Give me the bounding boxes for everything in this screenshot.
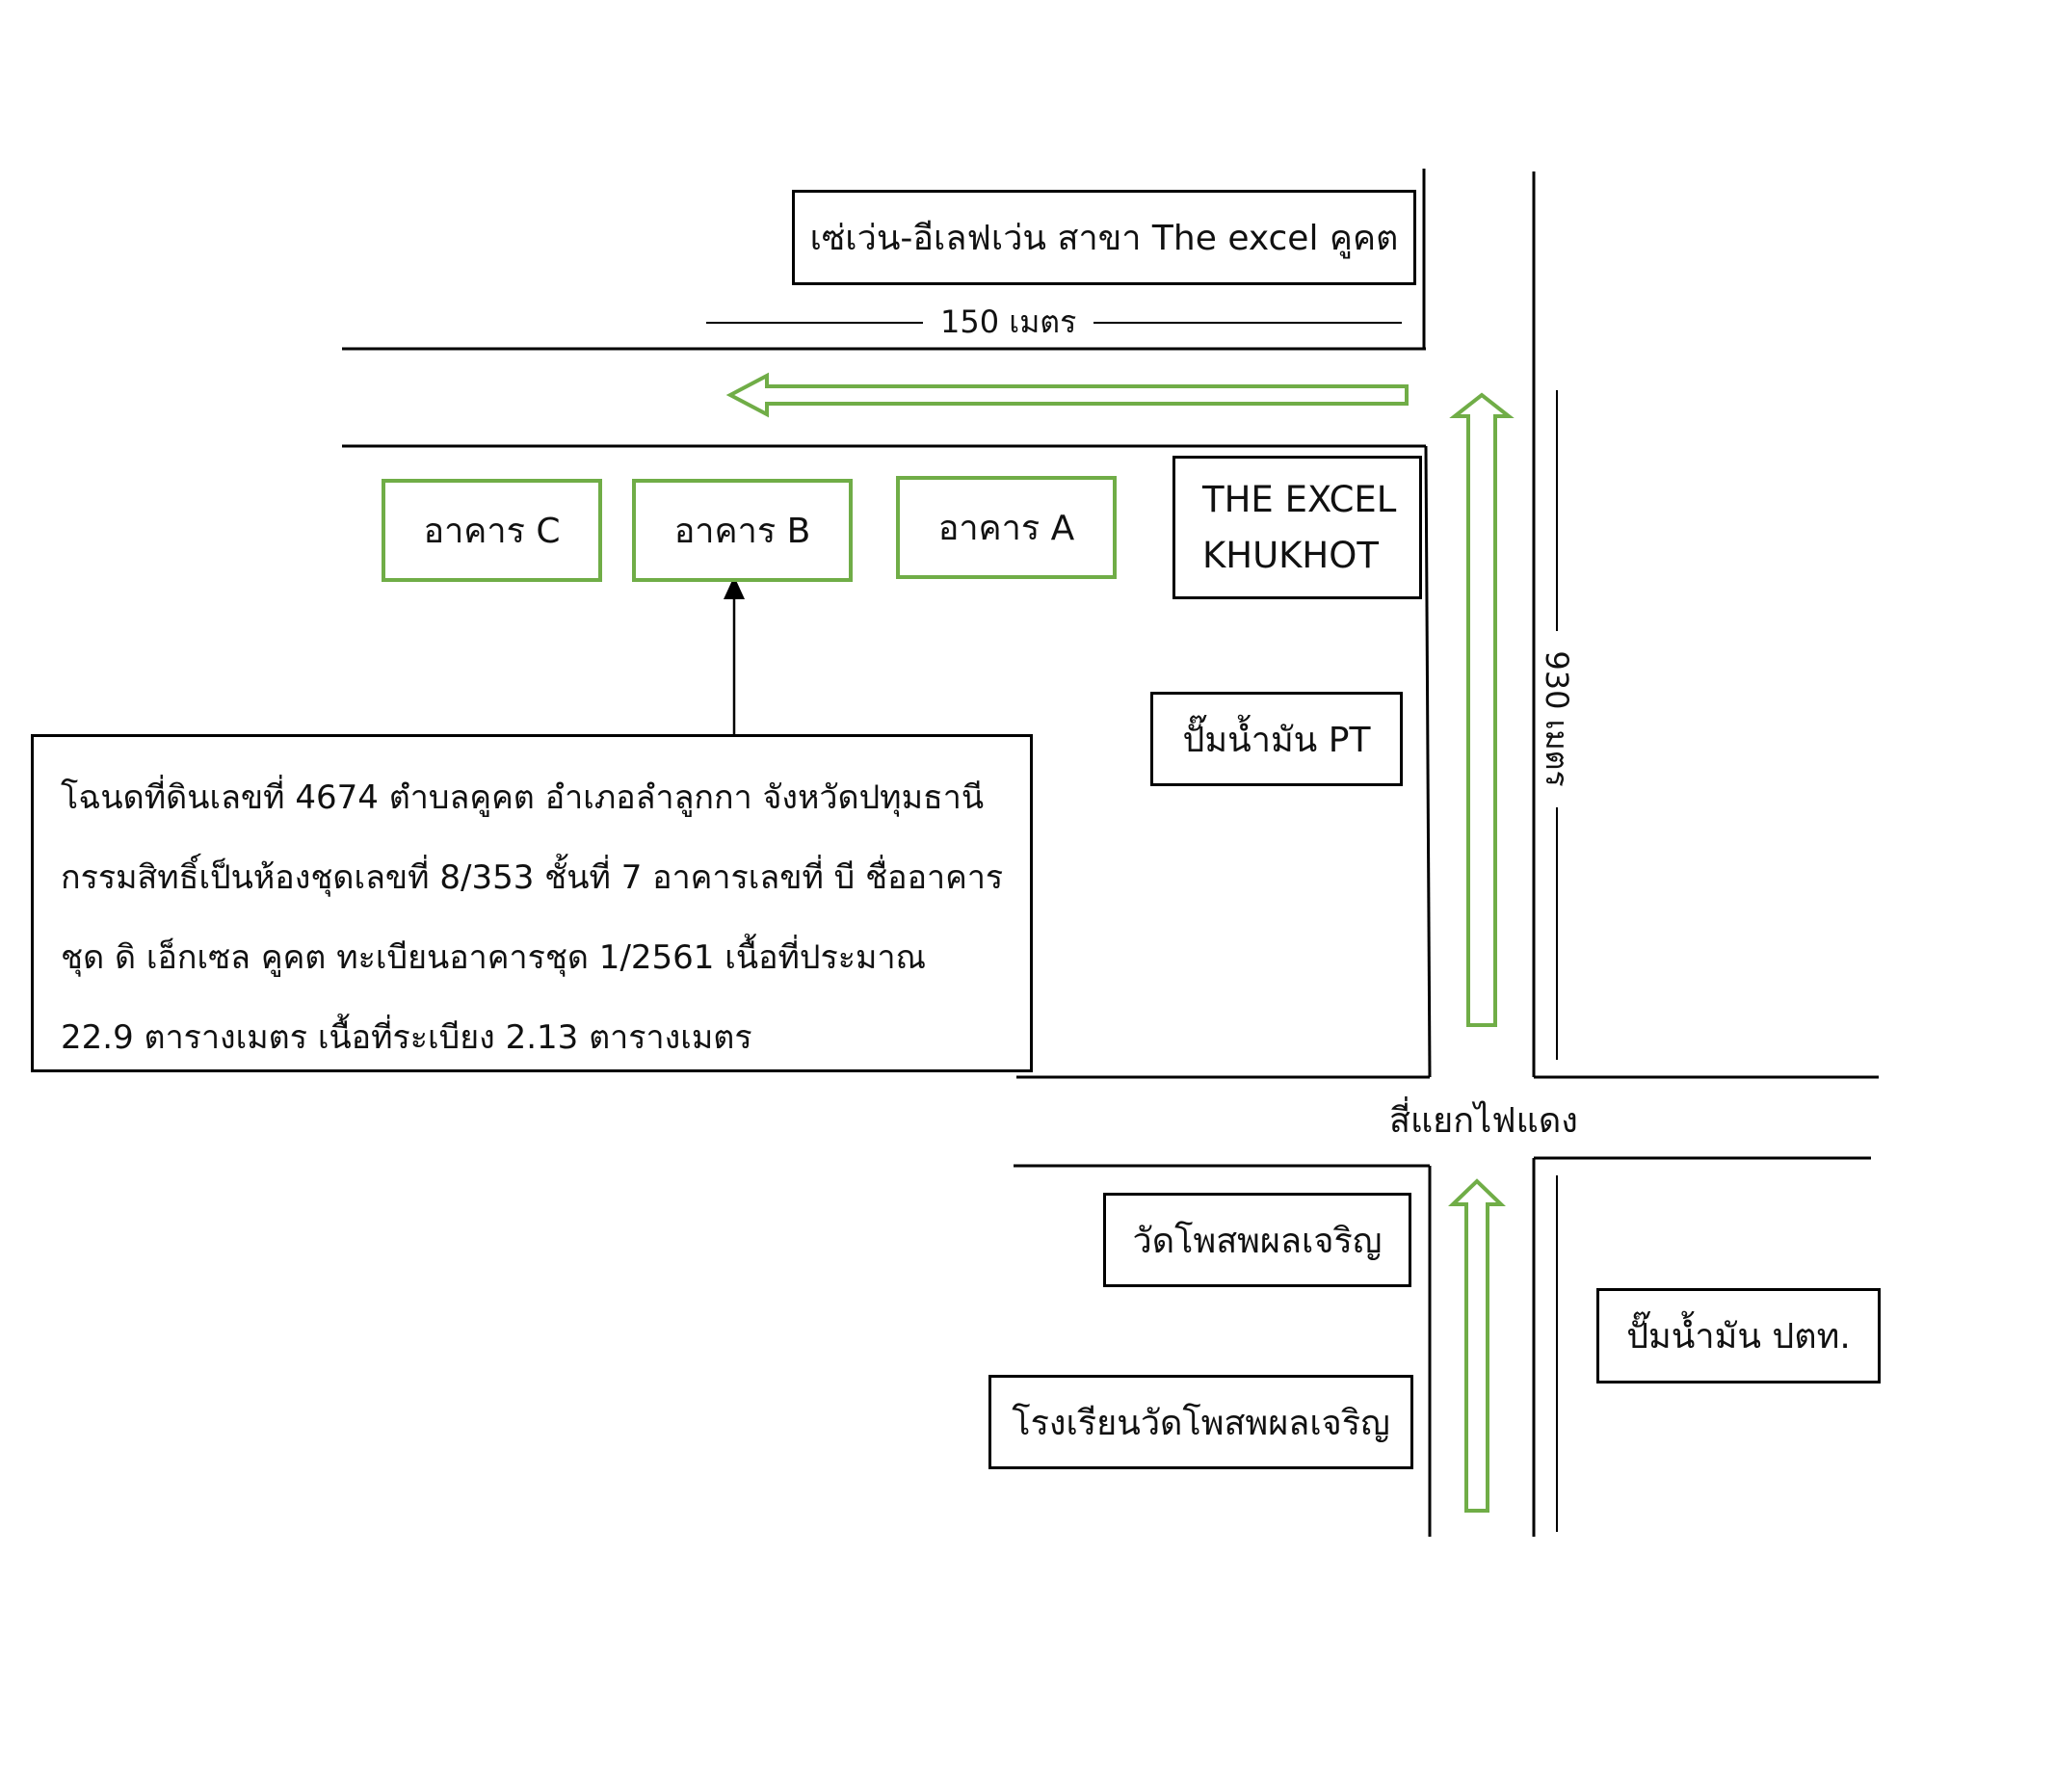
distance-label-150: 150 เมตร: [936, 301, 1081, 343]
seven-eleven-label: เซ่เว่น-อีเลฟเว่น สาขา The excel คูคต: [809, 219, 1399, 258]
the-excel-line-2: KHUKHOT: [1202, 534, 1379, 576]
building-b-label: อาคาร B: [673, 512, 811, 551]
road-edge-main-west-mid: [1424, 445, 1432, 1078]
ptt-gas-station-label: ปั๊มน้ำมัน ปตท.: [1626, 1317, 1851, 1357]
pt-gas-station-label: ปั๊มน้ำมัน PT: [1182, 720, 1371, 760]
pointer-arrowhead-icon: [724, 576, 745, 599]
route-arrow-west-icon: [725, 372, 1409, 418]
building-c-box: อาคาร C: [382, 479, 602, 582]
deed-line-4: 22.9 ตารางเมตร เนื้อที่ระเบียง 2.13 ตารา…: [61, 1018, 752, 1057]
deed-line-3: ชุด ดิ เอ็กเซล คูคต ทะเบียนอาคารชุด 1/25…: [61, 938, 927, 977]
route-arrow-north-lower-icon: [1448, 1178, 1506, 1513]
route-arrow-north-upper-icon: [1449, 392, 1515, 1027]
building-c-label: อาคาร C: [423, 512, 561, 551]
deed-line-2: กรรมสิทธิ์เป็นห้องชุดเลขที่ 8/353 ชั้นที…: [61, 858, 1004, 897]
school-label: โรงเรียนวัดโพสพผลเจริญ: [1012, 1403, 1390, 1443]
temple-box: วัดโพสพผลเจริญ: [1103, 1193, 1411, 1287]
building-a-box: อาคาร A: [896, 476, 1117, 579]
building-b-box: อาคาร B: [632, 479, 853, 582]
distance-label-930: 930 เมตร: [1536, 646, 1578, 791]
pt-gas-station-box: ปั๊มน้ำมัน PT: [1150, 692, 1403, 786]
school-box: โรงเรียนวัดโพสพผลเจริญ: [988, 1375, 1413, 1469]
seven-eleven-box: เซ่เว่น-อีเลฟเว่น สาขา The excel คูคต: [792, 190, 1416, 285]
intersection-label: สี่แยกไฟแดง: [1389, 1101, 1578, 1141]
ptt-gas-station-box: ปั๊มน้ำมัน ปตท.: [1596, 1288, 1881, 1384]
temple-label: วัดโพสพผลเจริญ: [1132, 1221, 1383, 1261]
deed-description-box: โฉนดที่ดินเลขที่ 4674 ตำบลคูคต อำเภอลำลู…: [31, 734, 1033, 1072]
the-excel-khukhot-box: THE EXCEL KHUKHOT: [1172, 456, 1422, 599]
the-excel-line-1: THE EXCEL: [1202, 478, 1397, 520]
deed-line-1: โฉนดที่ดินเลขที่ 4674 ตำบลคูคต อำเภอลำลู…: [61, 778, 985, 817]
building-a-label: อาคาร A: [937, 509, 1075, 548]
